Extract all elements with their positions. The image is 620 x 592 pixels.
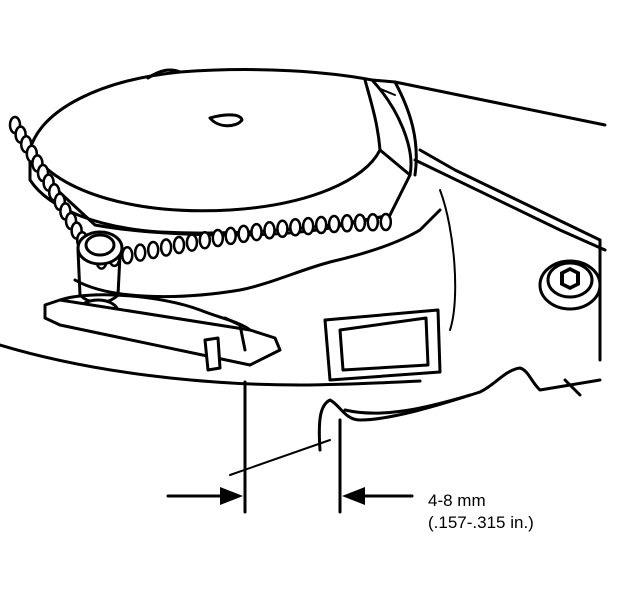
base-plate-arc	[0, 343, 422, 387]
spring-coil	[121, 246, 134, 265]
spring-coil	[327, 214, 341, 234]
spring-coil	[263, 221, 276, 240]
dimension-arrow-left	[166, 487, 243, 505]
spring-coil	[159, 238, 173, 257]
spring-coil	[224, 226, 237, 246]
spring-coil	[314, 215, 328, 235]
spring-coil	[172, 235, 186, 255]
lever-arm	[43, 208, 442, 372]
spring-coil	[353, 213, 367, 232]
measurement-guides	[229, 380, 342, 514]
dimension-arrow-right	[342, 487, 414, 505]
spring-coil	[301, 216, 315, 236]
spring-coil	[379, 212, 393, 232]
spring-coil	[276, 219, 289, 239]
bracket-slot	[323, 308, 442, 382]
dimension-imperial: (.157-.315 in.)	[428, 513, 534, 532]
spring-coil	[237, 224, 250, 244]
spring-coil	[133, 243, 147, 262]
motor-disc	[28, 68, 413, 237]
spring-coil	[198, 230, 212, 250]
spring-coil	[146, 240, 160, 260]
spring-coil	[211, 228, 225, 248]
dimension-callout: 4-8 mm (.157-.315 in.)	[428, 490, 534, 534]
spring-coil	[366, 213, 380, 232]
spring-coil	[289, 218, 302, 237]
spring-coil	[185, 233, 199, 252]
hex-bolt	[538, 259, 602, 311]
spring-coil	[340, 214, 354, 233]
dimension-metric: 4-8 mm	[428, 491, 486, 510]
spring-coil	[250, 222, 263, 242]
